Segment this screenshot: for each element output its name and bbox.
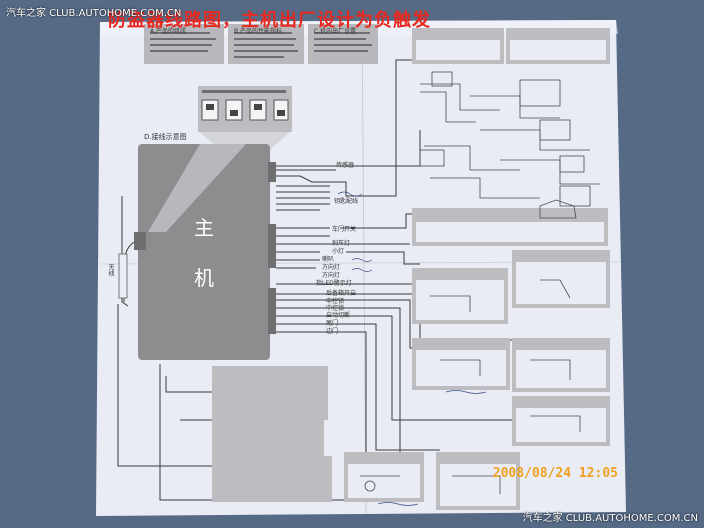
wire-label-tailgate: 尾门 bbox=[326, 320, 339, 327]
photo-timestamp: 2008/08/24 12:05 bbox=[492, 466, 618, 481]
wire-label-turn-2: 方向灯 bbox=[322, 272, 341, 279]
top-box-label-1: A.产品的组成 bbox=[150, 28, 186, 35]
top-info-boxes bbox=[144, 24, 378, 64]
wire-label-key: 钥匙配线 bbox=[334, 198, 359, 205]
wire-label-trunk: 后备箱开启 bbox=[326, 290, 357, 297]
dip-switch-box bbox=[198, 86, 292, 150]
wire-label-led: 指LED警示灯 bbox=[316, 280, 352, 287]
headline-overlay: 防盗器线路图，主机出厂设计为负触发 bbox=[108, 10, 431, 31]
wire-label-lock-2: 中控锁 bbox=[326, 305, 345, 312]
top-box-label-2: B.产品的性能指标 bbox=[234, 28, 283, 35]
wire-label-lock-1: 中控锁 bbox=[326, 298, 345, 305]
wire-label-small-light: 小灯 bbox=[332, 248, 345, 255]
watermark-top: 汽车之家 CLUB.AUTOHOME.COM.CN bbox=[6, 8, 182, 19]
wire-label-brake: 刹车灯 bbox=[332, 240, 351, 247]
right-panel-details bbox=[348, 40, 606, 506]
main-unit-char-1: 主 bbox=[194, 216, 214, 240]
main-unit-char-2: 机 bbox=[194, 266, 214, 290]
antenna bbox=[118, 196, 135, 307]
wire-label-horn: 喇叭 bbox=[322, 256, 335, 263]
wire-label-ignition-cut: 启动切断 bbox=[326, 312, 351, 319]
wire-label-door: 车门开关 bbox=[332, 226, 357, 233]
top-box-label-3: C.机内出厂设置 bbox=[314, 28, 357, 35]
antenna-label: 天线 bbox=[107, 264, 114, 276]
section-title: D.接线示意图 bbox=[144, 133, 187, 141]
wire-label-side-door: 边门 bbox=[326, 328, 339, 335]
watermark-bottom: 汽车之家 CLUB.AUTOHOME.COM.CN bbox=[522, 513, 698, 524]
wire-label-sensor: 传感器 bbox=[336, 162, 355, 169]
wire-label-turn-1: 方向灯 bbox=[322, 264, 341, 271]
schematic-upper-right bbox=[419, 71, 600, 219]
main-unit bbox=[134, 144, 276, 360]
